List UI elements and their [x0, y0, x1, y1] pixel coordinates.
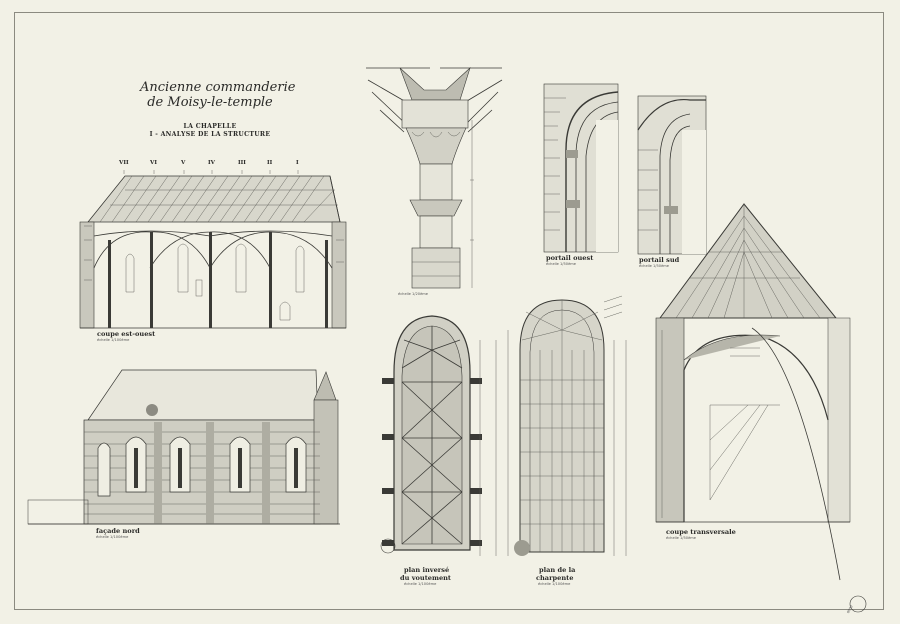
coupe-transversale-drawing [655, 203, 851, 581]
label-facade-nord: façade nord [96, 527, 140, 535]
subtitle-1: LA CHAPELLE [183, 123, 237, 130]
plan-charpente-drawing [507, 295, 627, 556]
bay-numeral: II [267, 160, 273, 166]
label-plan-charpente-1: plan de la [539, 566, 576, 574]
bay-numeral: III [238, 160, 246, 166]
bay-numeral: VII [119, 160, 129, 166]
portail-sud-drawing [637, 95, 707, 255]
facade-nord-drawing [27, 369, 340, 525]
chapiteau-drawing [366, 67, 503, 289]
bay-numeral: I [296, 160, 299, 166]
bay-numeral: IV [208, 160, 215, 166]
scale-chapiteau: échelle 1/20ème [398, 292, 429, 296]
bay-numeral: VI [150, 160, 157, 166]
scale-plan-charpente: échelle 1/100ème [538, 582, 571, 586]
scale-coupe-est-ouest: échelle 1/100ème [97, 338, 130, 342]
label-portail-sud: portail sud [639, 256, 680, 264]
label-plan-voutement-1: plan inversé [404, 566, 450, 574]
label-coupe-est-ouest: coupe est-ouest [97, 330, 156, 338]
scale-facade-nord: échelle 1/100ème [96, 535, 129, 539]
bay-numeral: V [181, 160, 186, 166]
stamp-icon [849, 595, 867, 613]
label-portail-ouest: portail ouest [546, 254, 594, 262]
label-coupe-transversale: coupe transversale [666, 528, 736, 536]
coupe-est-ouest-drawing [79, 170, 347, 329]
label-plan-voutement-2: du voutement [400, 574, 451, 582]
scale-coupe-transversale: échelle 1/50ème [666, 536, 697, 540]
subtitle-2: I - ANALYSE DE LA STRUCTURE [149, 131, 271, 138]
scale-portail-sud: échelle 1/50ème [639, 264, 670, 268]
scale-portail-ouest: échelle 1/50ème [546, 262, 577, 266]
label-plan-charpente-2: charpente [536, 574, 574, 582]
sheet-frame [14, 12, 884, 610]
plan-voutement-drawing [380, 315, 497, 556]
title-line-2: de Moisy-le-temple [147, 95, 273, 110]
portail-ouest-drawing [543, 83, 619, 253]
title-line-1: Ancienne commanderie [140, 80, 296, 95]
scale-plan-voutement: échelle 1/100ème [404, 582, 437, 586]
